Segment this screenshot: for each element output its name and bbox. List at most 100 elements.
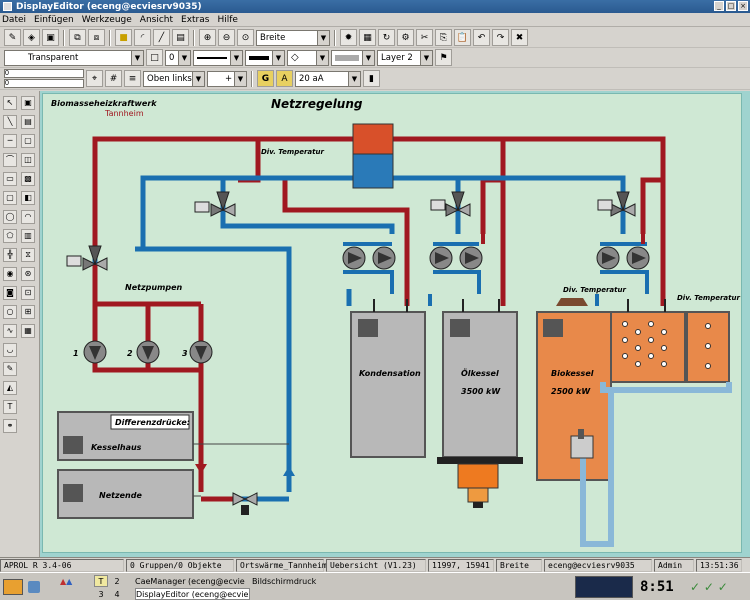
- arc2-icon[interactable]: ◡: [3, 343, 17, 357]
- anchor-select[interactable]: Oben links▼: [143, 70, 205, 87]
- shape-icon[interactable]: ◭: [3, 381, 17, 395]
- label-netzende: Netzende: [99, 491, 142, 500]
- polyline-icon[interactable]: ⌒: [3, 153, 17, 167]
- sun-icon[interactable]: ✹: [340, 29, 357, 46]
- freehand-icon[interactable]: ✎: [3, 362, 17, 376]
- close-button[interactable]: ×: [738, 1, 748, 11]
- delete-icon[interactable]: ✖: [511, 29, 528, 46]
- grid-snap-icon[interactable]: #: [105, 70, 122, 87]
- plus-select[interactable]: +▼: [207, 70, 247, 87]
- button-icon[interactable]: ⊞: [21, 305, 35, 319]
- shadow-select[interactable]: ▼: [331, 49, 375, 66]
- fill-select[interactable]: Transparent▼: [4, 49, 144, 66]
- link-icon[interactable]: ⚭: [3, 419, 17, 433]
- workspace-3[interactable]: 3: [98, 589, 104, 599]
- curve-icon[interactable]: ◜: [134, 29, 151, 46]
- rotate-icon[interactable]: ↻: [378, 29, 395, 46]
- align-icon[interactable]: ≡: [124, 70, 141, 87]
- zoom-out-icon[interactable]: ⊖: [218, 29, 235, 46]
- pump-icon[interactable]: ◉: [3, 267, 17, 281]
- settings-icon[interactable]: ⚙: [397, 29, 414, 46]
- app-launcher-icon[interactable]: [28, 581, 40, 593]
- workspace-4[interactable]: 4: [114, 589, 120, 599]
- menu-ansicht[interactable]: Ansicht: [139, 14, 174, 25]
- font-size-select[interactable]: 20 aA▼: [295, 70, 361, 87]
- status-mode: Breite: [496, 558, 542, 572]
- undo-icon[interactable]: ↶: [473, 29, 490, 46]
- shape-select[interactable]: ◇▼: [287, 49, 329, 66]
- image-icon[interactable]: ▤: [172, 29, 189, 46]
- menu-datei[interactable]: Datei: [2, 14, 27, 25]
- font-icon[interactable]: G: [257, 70, 274, 87]
- line-icon[interactable]: ╱: [153, 29, 170, 46]
- border-icon[interactable]: □: [146, 49, 163, 66]
- table-icon[interactable]: ▦: [21, 324, 35, 338]
- zoom-fit-icon[interactable]: ⊙: [237, 29, 254, 46]
- ellipse-icon[interactable]: ◯: [3, 210, 17, 224]
- motor-icon[interactable]: ⊛: [21, 267, 35, 281]
- snap-icon[interactable]: ⌖: [86, 70, 103, 87]
- hline-icon[interactable]: ─: [3, 134, 17, 148]
- coord-x-input[interactable]: [4, 69, 84, 78]
- bitmap-icon[interactable]: ▩: [21, 172, 35, 186]
- curve-icon[interactable]: ∿: [3, 324, 17, 338]
- workspace-1[interactable]: T: [94, 575, 108, 587]
- front-icon[interactable]: ⧉: [69, 29, 86, 46]
- line-width-select[interactable]: 0▼: [165, 49, 191, 66]
- symbol-icon[interactable]: ◫: [21, 153, 35, 167]
- copy-icon[interactable]: ⎘: [435, 29, 452, 46]
- menu-extras[interactable]: Extras: [181, 14, 210, 25]
- minimize-button[interactable]: _: [714, 1, 724, 11]
- line-type-select[interactable]: ▼: [193, 49, 243, 66]
- task-displayeditor[interactable]: DisplayEditor (eceng@ecvie: [135, 588, 250, 600]
- pen-icon[interactable]: ✎: [4, 29, 21, 46]
- quicklaunch-icons[interactable]: ▲▲: [60, 576, 73, 586]
- task-bildschirmdruck[interactable]: Bildschirmdruck: [252, 576, 317, 586]
- task-caemanager[interactable]: CaeManager (eceng@ecvie: [135, 576, 245, 586]
- chart-icon[interactable]: ▥: [21, 229, 35, 243]
- layer-settings-icon[interactable]: ⚑: [435, 49, 452, 66]
- line-style-select[interactable]: Breite▼: [256, 29, 330, 46]
- display-canvas[interactable]: Biomasseheizkraftwerk Tannheim Netzregel…: [42, 93, 742, 553]
- chevron-down-icon: ▼: [178, 50, 190, 65]
- tank-icon[interactable]: ◙: [3, 286, 17, 300]
- line-end-select[interactable]: ▼: [245, 49, 285, 66]
- text-color-icon[interactable]: ▮: [363, 70, 380, 87]
- rect-fill-icon[interactable]: ■: [115, 29, 132, 46]
- start-menu-icon[interactable]: [3, 579, 23, 595]
- valve-icon[interactable]: ⧖: [21, 248, 35, 262]
- grid-icon[interactable]: ▦: [359, 29, 376, 46]
- polygon-icon[interactable]: ⬠: [3, 229, 17, 243]
- rect-icon[interactable]: ▭: [3, 172, 17, 186]
- status-groups: 0 Gruppen/0 Objekte: [126, 558, 234, 572]
- rounded-rect-icon[interactable]: ▢: [3, 191, 17, 205]
- select-arrow-icon[interactable]: ↖: [3, 96, 17, 110]
- text-box-icon[interactable]: ◧: [21, 191, 35, 205]
- menu-hilfe[interactable]: Hilfe: [217, 14, 238, 25]
- circle-icon[interactable]: ○: [3, 305, 17, 319]
- tray-icons[interactable]: ✓ ✓ ✓: [690, 580, 728, 594]
- workspace-2[interactable]: 2: [114, 576, 120, 586]
- zoom-in-icon[interactable]: ⊕: [199, 29, 216, 46]
- maximize-button[interactable]: □: [726, 1, 736, 11]
- screen-icon[interactable]: ▣: [42, 29, 59, 46]
- object-icon[interactable]: ▢: [21, 134, 35, 148]
- text-tool-icon[interactable]: T: [3, 400, 17, 414]
- coord-y-input[interactable]: [4, 79, 84, 88]
- menu-werkzeuge[interactable]: Werkzeuge: [81, 14, 132, 25]
- layer-select[interactable]: Layer 2▼: [377, 49, 433, 66]
- redo-icon[interactable]: ↷: [492, 29, 509, 46]
- layers-icon[interactable]: ▤: [21, 115, 35, 129]
- group-icon[interactable]: ▣: [21, 96, 35, 110]
- text-size-icon[interactable]: A: [276, 70, 293, 87]
- sensor-icon[interactable]: ⊡: [21, 286, 35, 300]
- back-icon[interactable]: ⧈: [88, 29, 105, 46]
- diagonal-line-icon[interactable]: ╲: [3, 115, 17, 129]
- fill-icon[interactable]: ◈: [23, 29, 40, 46]
- pipe-icon[interactable]: ╬: [3, 248, 17, 262]
- arc-icon[interactable]: ◠: [21, 210, 35, 224]
- menu-einfuegen[interactable]: Einfügen: [34, 14, 74, 25]
- cut-icon[interactable]: ✂: [416, 29, 433, 46]
- drawing-area[interactable]: Biomasseheizkraftwerk Tannheim Netzregel…: [40, 91, 750, 557]
- paste-icon[interactable]: 📋: [454, 29, 471, 46]
